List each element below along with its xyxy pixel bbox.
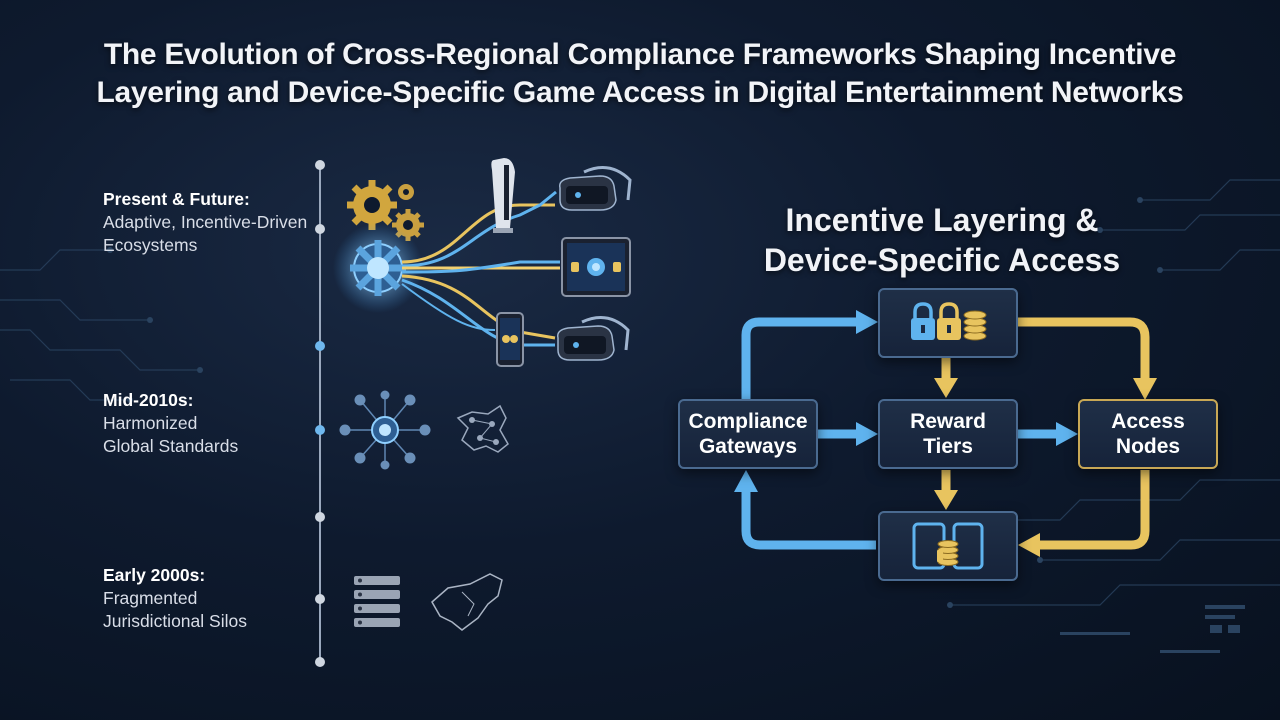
timeline-era-mid-2010s: Mid-2010s: Harmonized Global Standards [103,389,318,458]
era-description-line-1: Adaptive, Incentive-Driven [103,212,308,232]
vr-headset-icon [556,316,630,361]
era-description-line-1: Fragmented [103,588,198,608]
timeline-era-early-2000s: Early 2000s: Fragmented Jurisdictional S… [103,564,318,633]
arrow-gateways-to-incentives [741,317,858,402]
node-label-line-1: Access [1111,410,1185,433]
node-access-nodes: Access Nodes [1078,399,1218,469]
main-title-line-2: Layering and Device-Specific Game Access… [96,76,1184,109]
smartphone-icon [496,312,524,367]
main-title-line-1: The Evolution of Cross-Regional Complian… [103,38,1177,71]
timeline-era-present: Present & Future: Adaptive, Incentive-Dr… [103,188,318,257]
timeline-marker-mid [315,425,325,435]
coin-stack-icon [963,310,987,341]
era-heading: Present & Future: [103,189,250,209]
node-label-line-2: Nodes [1115,435,1181,458]
padlock-icon [911,302,935,340]
coin-stack-icon [937,540,959,566]
arrow-access-to-devices [1038,470,1150,550]
node-compliance-gateways: Compliance Gateways [678,399,818,469]
node-label-line-1: Compliance [688,410,808,433]
era-heading: Early 2000s: [103,565,206,585]
node-label-line-2: Gateways [698,435,798,458]
node-incentive-locks [878,288,1018,358]
server-rack-icon [354,576,400,627]
panel-title: Incentive Layering & Device-Specific Acc… [742,200,1142,280]
era-description-line-2: Global Standards [103,436,239,456]
console-icon [491,158,515,233]
tablet-icon [561,237,631,297]
region-map-icon [431,573,503,631]
era-description-line-1: Harmonized [103,413,198,433]
era-description-line-2: Ecosystems [103,235,198,255]
panel-title-line-1: Incentive Layering & [785,202,1099,238]
arrow-devices-to-gateways [741,490,876,550]
era-description-line-2: Jurisdictional Silos [103,611,247,631]
network-hub-icon [339,390,431,470]
panel-title-line-2: Device-Specific Access [763,242,1121,278]
timeline-marker-bottom [315,657,325,667]
devices-icon [912,522,984,570]
vr-headset-icon [558,166,632,211]
arrow-incentives-to-access [1018,317,1150,380]
world-map-icon [456,404,509,453]
timeline-marker-between [315,512,325,522]
main-title: The Evolution of Cross-Regional Complian… [0,36,1280,112]
timeline-marker-present [315,224,325,234]
padlock-icon [937,302,961,340]
node-reward-tiers: Reward Tiers [878,399,1018,469]
timeline-marker-top [315,160,325,170]
node-label-line-2: Tiers [923,435,973,458]
node-label-line-1: Reward [910,410,986,433]
node-device-access [878,511,1018,581]
timeline-marker-early [315,594,325,604]
gear-icon [398,184,414,200]
era-heading: Mid-2010s: [103,390,194,410]
timeline-marker-connector [315,341,325,351]
gear-icon [347,180,397,230]
padlock-coin-icon-group [911,302,987,341]
